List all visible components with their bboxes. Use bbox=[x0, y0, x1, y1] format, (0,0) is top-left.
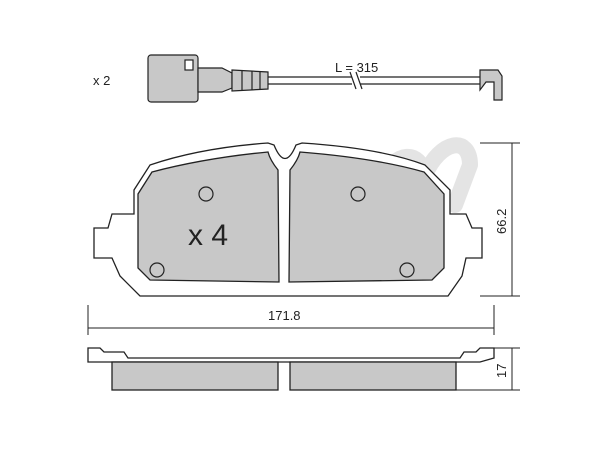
pad-rivets bbox=[149, 186, 415, 278]
pad-friction-material-right bbox=[288, 151, 445, 283]
pad-quantity-label: x 4 bbox=[188, 219, 228, 252]
pad-thickness-label: 17 bbox=[494, 364, 509, 378]
sensor-tip bbox=[479, 69, 503, 101]
dimension-lines bbox=[87, 142, 520, 391]
sensor-cable bbox=[268, 76, 352, 85]
pad-height-label: 66.2 bbox=[494, 209, 509, 234]
sensor-length-label: L = 315 bbox=[335, 60, 378, 75]
wear-sensor bbox=[147, 54, 503, 103]
brake-pad-front-view bbox=[93, 142, 483, 297]
side-friction-right bbox=[289, 361, 457, 391]
pad-friction-material-left bbox=[137, 151, 280, 283]
side-backing-plate bbox=[87, 347, 495, 363]
sensor-connector-latch bbox=[184, 59, 194, 71]
pad-width-label: 171.8 bbox=[268, 308, 301, 323]
brake-pad-side-view bbox=[87, 347, 495, 391]
sensor-quantity-label: x 2 bbox=[93, 73, 110, 88]
sensor-ribs bbox=[231, 69, 269, 92]
sensor-boot bbox=[197, 67, 233, 93]
sensor-cable-break bbox=[349, 71, 363, 90]
side-friction-left bbox=[111, 361, 279, 391]
